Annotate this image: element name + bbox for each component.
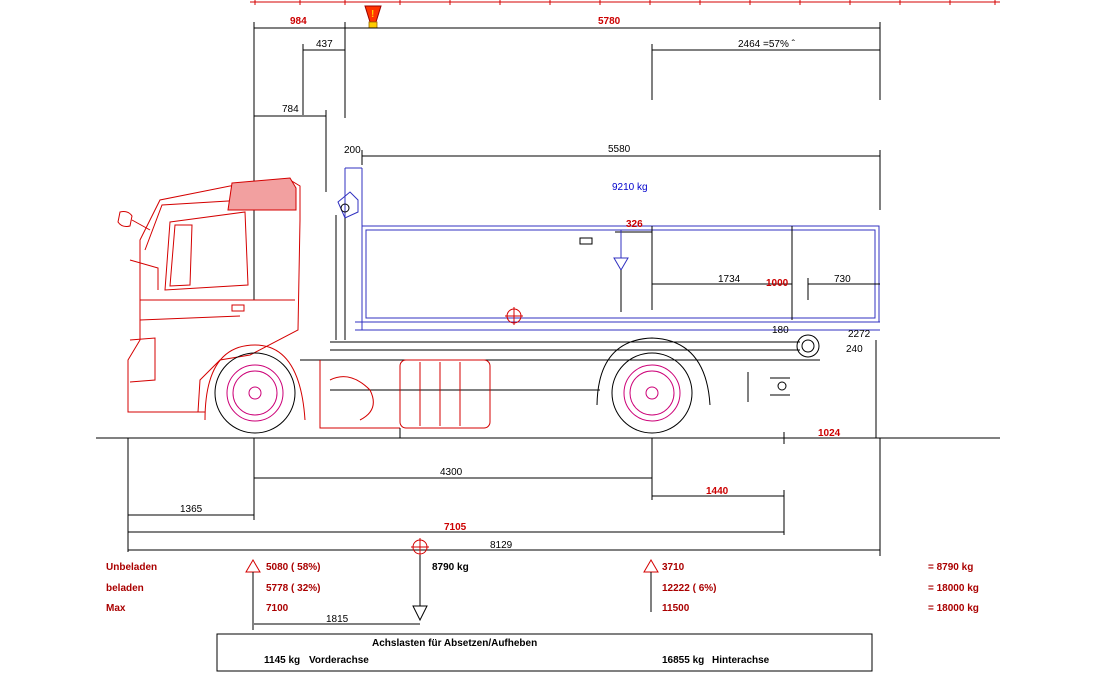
summary-front-value: 1145 kg xyxy=(264,655,300,666)
container-cg-icon xyxy=(505,307,523,325)
summary-box: Achslasten für Absetzen/Aufheben 1145 kg… xyxy=(216,633,873,672)
front-wheel xyxy=(214,352,296,434)
dim-5580: 5580 xyxy=(608,144,631,155)
dim-784: 784 xyxy=(282,104,299,115)
warning-marker-icon: ! xyxy=(364,5,382,29)
dim-8129: 8129 xyxy=(490,540,513,551)
dim-7105: 7105 xyxy=(444,522,467,533)
summary-title: Achslasten für Absetzen/Aufheben xyxy=(372,638,537,649)
dim-4300: 4300 xyxy=(440,467,463,478)
rear-wheel xyxy=(596,337,711,434)
rear-load-2: 11500 xyxy=(662,603,690,614)
svg-text:!: ! xyxy=(371,9,374,20)
dim-1734: 1734 xyxy=(718,274,741,285)
top-ruler xyxy=(250,0,1000,5)
overall-cg-icon xyxy=(411,538,429,622)
hook-arm xyxy=(335,191,359,340)
summary-rear-label: Hinterachse xyxy=(712,655,770,666)
summary-rear-value: 16855 kg xyxy=(662,655,704,666)
summary-front-label: Vorderachse xyxy=(309,655,369,666)
total-load-0: = 8790 kg xyxy=(928,562,973,573)
dim-2272: 2272 xyxy=(848,329,871,340)
front-load-0: 5080 ( 58%) xyxy=(266,562,320,573)
rear-axle-arrow-icon xyxy=(643,559,659,612)
front-axle-arrow-icon xyxy=(245,559,261,630)
dim-437: 437 xyxy=(316,39,333,50)
load-label-0: Unbeladen xyxy=(106,562,157,573)
dim-240: 240 xyxy=(846,344,863,355)
dim-1365: 1365 xyxy=(180,504,203,515)
rear-load-0: 3710 xyxy=(662,562,685,573)
container-weight: 9210 kg xyxy=(612,182,648,193)
chassis-frame xyxy=(300,334,820,438)
dim-1024: 1024 xyxy=(818,428,841,439)
load-label-1: beladen xyxy=(106,583,144,594)
dim-1440: 1440 xyxy=(706,486,729,497)
dim-5780: 5780 xyxy=(598,16,621,27)
top-dimensions: 984 5780 437 2464 =57% ˆ 784 200 5580 xyxy=(253,16,881,300)
dim-2464: 2464 =57% ˆ xyxy=(738,38,796,50)
total-load-1: = 18000 kg xyxy=(928,583,979,594)
container-dimensions: 1734 1000 730 180 2272 240 1024 xyxy=(651,226,880,444)
dim-200: 200 xyxy=(344,145,361,156)
rear-load-1: 12222 ( 6%) xyxy=(662,583,716,594)
total-load-2: = 18000 kg xyxy=(928,603,979,614)
container-body xyxy=(344,167,880,331)
load-label-2: Max xyxy=(106,603,126,614)
dim-1000: 1000 xyxy=(766,278,789,289)
front-load-2: 7100 xyxy=(266,603,289,614)
cg-weight: 8790 kg xyxy=(432,562,469,573)
truck-cab xyxy=(117,177,306,421)
dim-326: 326 xyxy=(626,219,643,230)
dim-1815: 1815 xyxy=(326,614,349,625)
bottom-dimensions: 4300 1440 1365 7105 8129 xyxy=(127,438,881,556)
dim-730: 730 xyxy=(834,274,851,285)
dim-984: 984 xyxy=(290,16,307,27)
load-table: Unbeladen beladen Max 5080 ( 58%) 5778 (… xyxy=(106,562,979,625)
dim-180: 180 xyxy=(772,325,789,336)
front-load-1: 5778 ( 32%) xyxy=(266,583,320,594)
